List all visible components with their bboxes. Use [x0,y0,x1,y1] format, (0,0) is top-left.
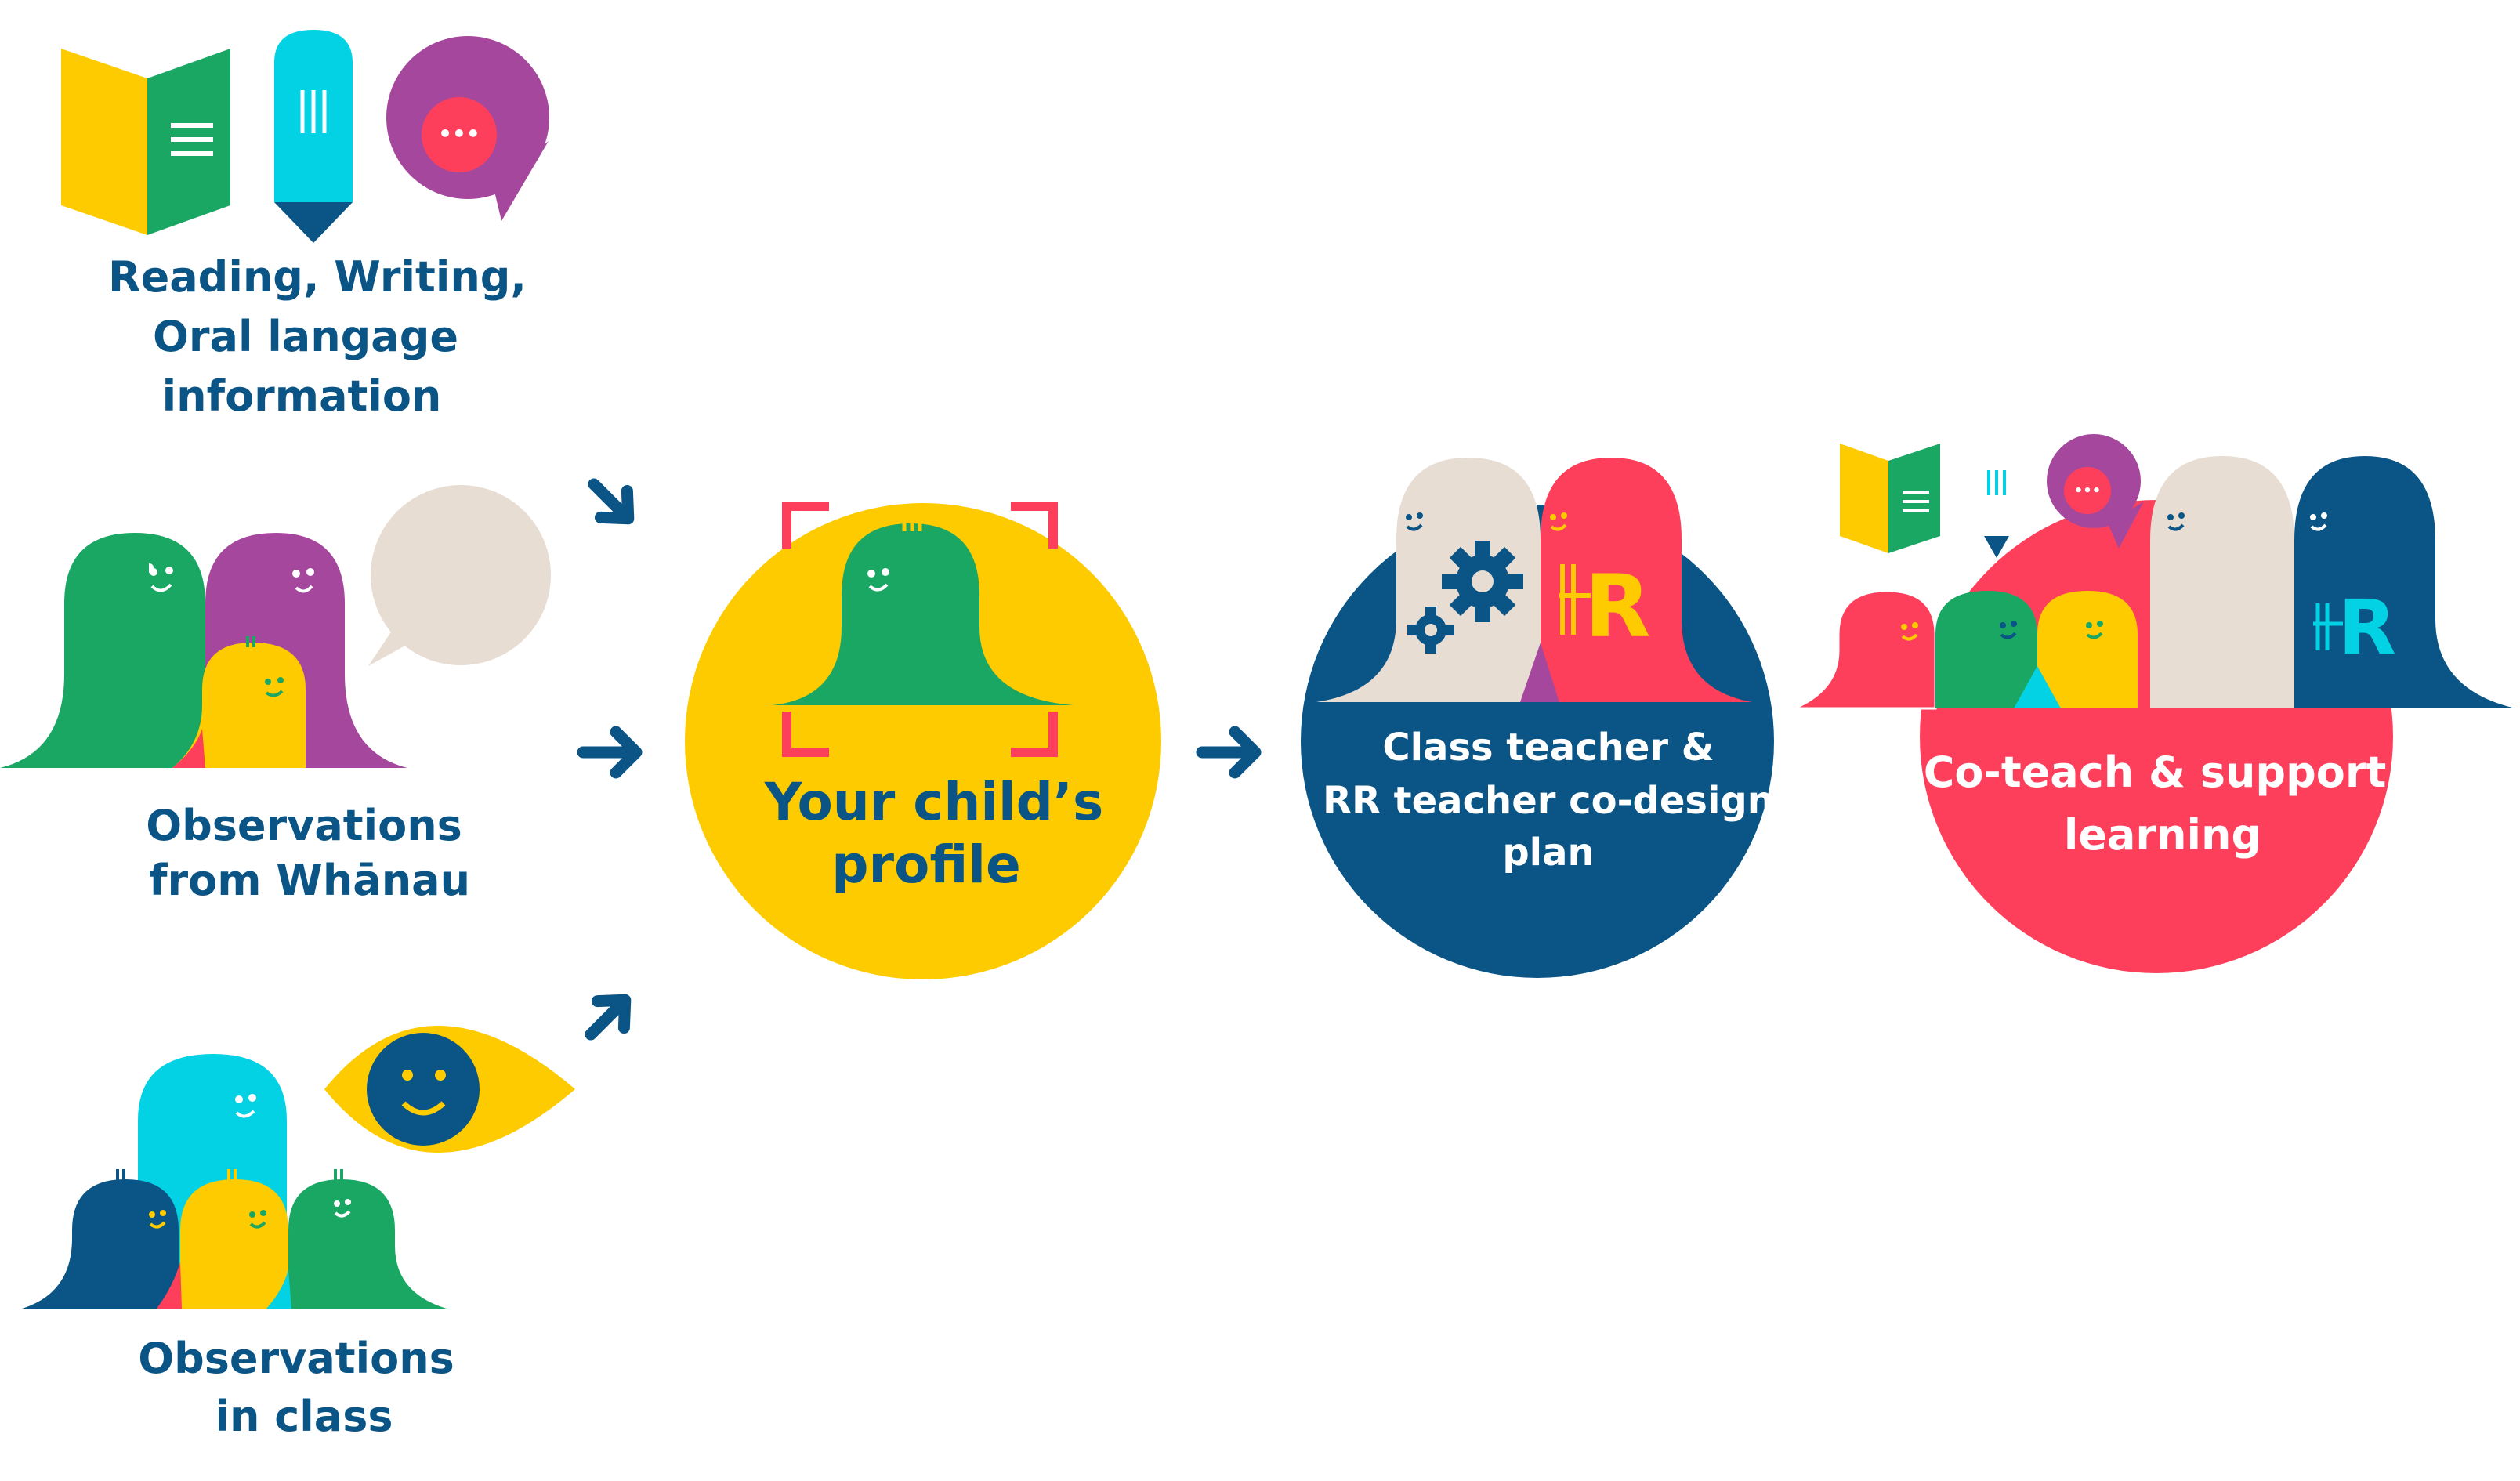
whanau-characters [0,533,407,768]
svg-text:learning: learning [2064,810,2261,860]
class-characters [22,1054,447,1309]
svg-text:in class: in class [215,1392,393,1441]
reading-writing-oral-label: Reading, Writing, Oral langage informati… [108,252,527,421]
svg-text:Observations: Observations [146,801,462,850]
child-profile-label: Your child’s profile [764,772,1104,895]
mini-rr-logo-icon: R [2313,584,2396,672]
svg-text:Your child’s: Your child’s [764,772,1104,832]
svg-text:R: R [2338,584,2396,672]
whanau-label: Observations from Whānau [146,801,470,905]
gear-icon [1442,541,1523,622]
arrow-right-2-icon [1196,726,1262,779]
co-teach-label: Co-teach & support learning [1924,748,2387,860]
svg-text:Observations: Observations [138,1334,454,1383]
mini-book-icon [1840,444,1940,553]
in-class-group: Observations in class [22,1026,575,1441]
reading-writing-oral-group: ••• Reading, Writing, Oral langage infor… [61,30,549,421]
arrow-down-right-icon [588,478,635,525]
in-class-label: Observations in class [138,1334,454,1441]
svg-text:R: R [1584,556,1651,657]
eye-icon [324,1026,575,1153]
rr-logo-icon: R [1559,556,1651,657]
svg-text:Class teacher &: Class teacher & [1382,726,1714,769]
svg-text:RR teacher co-design: RR teacher co-design [1323,779,1774,823]
co-teach-characters [1794,456,2515,710]
svg-text:profile: profile [831,835,1020,895]
arrow-up-right-icon [585,994,632,1041]
svg-text:plan: plan [1502,831,1594,874]
child-profile-step: Your child’s profile [685,502,1161,979]
svg-text:Co-teach & support: Co-teach & support [1924,748,2387,797]
profile-frame-corners-icon [782,502,1058,757]
svg-text:information: information [162,371,442,421]
mini-chat-dots-icon: ••• [2074,483,2102,499]
co-teach-step: ••• R [1794,434,2515,973]
svg-text:Oral langage: Oral langage [153,312,458,361]
arrow-right-icon [577,726,643,779]
speech-bubble-icon: ••• [386,36,549,221]
svg-text:Reading, Writing,: Reading, Writing, [108,252,527,302]
small-gear-icon [1407,607,1454,654]
teachers-characters [1316,458,1752,702]
whanau-group: Observations from Whānau [0,485,551,905]
chat-dots-icon: ••• [438,121,480,147]
mini-speech-bubble-icon: ••• [2047,434,2144,549]
co-design-plan-step: R Class teacher & RR teacher co-design p… [1301,458,1774,978]
pencil-icon [274,30,353,243]
child-character-icon [773,517,1074,705]
svg-text:from Whānau: from Whānau [149,856,470,905]
co-design-plan-label: Class teacher & RR teacher co-design pla… [1323,726,1774,874]
speech-bubble-beige-icon [368,485,551,666]
open-book-icon [61,49,230,235]
mini-pencil-icon [1984,470,2009,558]
